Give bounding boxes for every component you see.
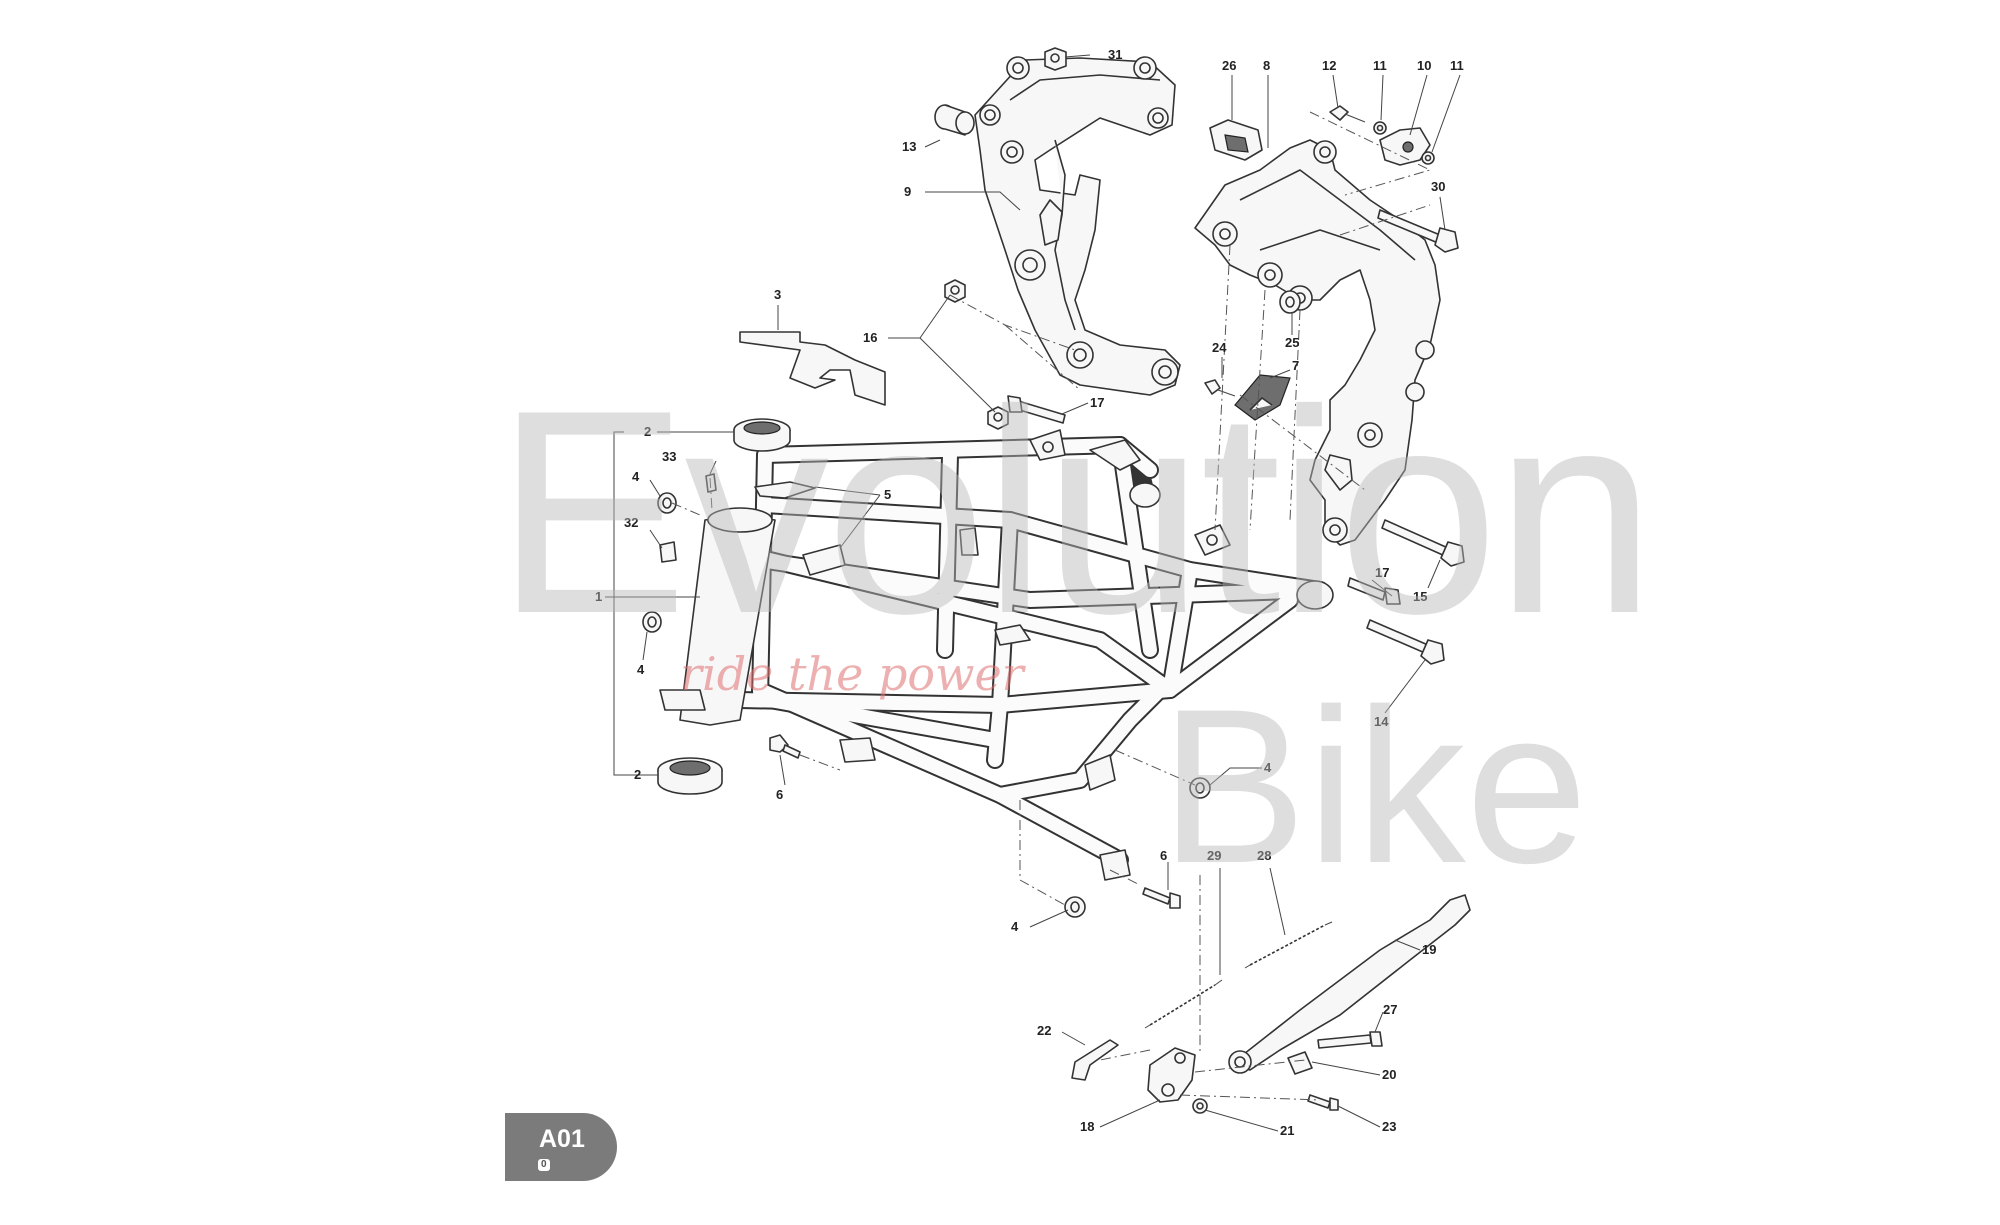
callout-32: 32 (624, 515, 638, 530)
part-19-side-stand (1228, 894, 1471, 1074)
callout-12: 12 (1322, 58, 1336, 73)
callout-5: 5 (884, 487, 891, 502)
callout-15: 15 (1413, 589, 1427, 604)
part-4-bushing-c (1189, 777, 1211, 799)
part-26-clamp (1209, 119, 1263, 161)
callout-31: 31 (1108, 47, 1122, 62)
part-23-screw (1307, 1094, 1339, 1111)
part-21-washer (1192, 1098, 1208, 1114)
callout-16: 16 (863, 330, 877, 345)
part-11-washer (1373, 121, 1387, 135)
leader-lines (605, 54, 1461, 1132)
callout-3: 3 (774, 287, 781, 302)
part-15-bolt (1381, 519, 1465, 567)
callout-14: 14 (1374, 714, 1389, 729)
sheet-revision: 0 (538, 1159, 550, 1171)
callout-26: 26 (1222, 58, 1236, 73)
part-11-nut (1421, 151, 1435, 165)
part-10-clip (1379, 127, 1431, 166)
callout-13: 13 (902, 139, 916, 154)
part-27-pin (1317, 1031, 1383, 1049)
part-9-front-bracket (974, 56, 1181, 396)
part-25-bushing (1279, 290, 1301, 314)
part-5-decal (754, 481, 846, 576)
callout-7: 7 (1292, 358, 1299, 373)
part-3-decal (739, 331, 886, 406)
callout-17-upper: 17 (1090, 395, 1104, 410)
callout-33: 33 (662, 449, 676, 464)
callout-1: 1 (595, 589, 602, 604)
part-29-spring (1144, 979, 1223, 1029)
part-4-bushing-a (657, 492, 677, 514)
callout-9: 9 (904, 184, 911, 199)
callout-4-c: 4 (1264, 760, 1272, 775)
part-28-spring (1244, 921, 1333, 969)
part-17-bolt-lower (1347, 577, 1401, 605)
callout-19: 19 (1422, 942, 1436, 957)
callout-29: 29 (1207, 848, 1221, 863)
part-12-screw (1329, 105, 1366, 123)
assembly-lines (671, 111, 1432, 1101)
callout-2-top: 2 (644, 424, 651, 439)
callout-20: 20 (1382, 1067, 1396, 1082)
part-2-bearing-top (733, 418, 791, 452)
callout-4-b: 4 (637, 662, 645, 677)
callout-8: 8 (1263, 58, 1270, 73)
part-7-cover (1234, 374, 1291, 421)
part-16-nut-bottom (987, 406, 1009, 430)
callout-25: 25 (1285, 335, 1299, 350)
callout-6-right: 6 (1160, 848, 1167, 863)
part-33-screw (705, 473, 717, 493)
part-30-bolt (1377, 209, 1459, 253)
part-20-switch (1287, 1051, 1313, 1075)
callout-10: 10 (1417, 58, 1431, 73)
callout-2-bottom: 2 (634, 767, 641, 782)
callout-17-lower: 17 (1375, 565, 1389, 580)
part-22-wire-clip (1071, 1039, 1119, 1081)
callout-23: 23 (1382, 1119, 1396, 1134)
callout-labels: 31 26 8 12 11 10 11 13 30 9 3 16 24 25 7… (595, 47, 1464, 1138)
part-4-bushing-d (1064, 896, 1086, 918)
part-24-screw (1204, 379, 1236, 397)
part-6-screw-left (769, 734, 801, 759)
part-2-bearing-bottom (657, 757, 723, 795)
callout-24: 24 (1212, 340, 1227, 355)
sheet-badge: A01 0 (505, 1113, 617, 1181)
part-1-main-frame (659, 429, 1334, 881)
part-17-bolt-upper (1007, 395, 1066, 424)
callout-11-washer: 11 (1373, 58, 1387, 73)
callout-11-nut: 11 (1450, 58, 1464, 73)
callout-18: 18 (1080, 1119, 1094, 1134)
part-4-bushing-b (642, 611, 662, 633)
callout-21: 21 (1280, 1123, 1294, 1138)
part-14-bolt (1366, 619, 1445, 665)
callout-4-d: 4 (1011, 919, 1019, 934)
callout-6-left: 6 (776, 787, 783, 802)
part-31-nut (1044, 47, 1067, 71)
part-13-bushing (934, 104, 975, 136)
part-16-nut-top (944, 279, 966, 303)
callout-30: 30 (1431, 179, 1445, 194)
part-32-block (659, 541, 677, 563)
part-8-rear-bracket (1194, 139, 1441, 546)
part-18-bracket (1147, 1047, 1196, 1103)
callout-27: 27 (1383, 1002, 1397, 1017)
callout-28: 28 (1257, 848, 1271, 863)
callout-4-a: 4 (632, 469, 640, 484)
part-6-screw-right (1142, 887, 1181, 909)
sheet-code: A01 (539, 1125, 585, 1153)
callout-22: 22 (1037, 1023, 1051, 1038)
